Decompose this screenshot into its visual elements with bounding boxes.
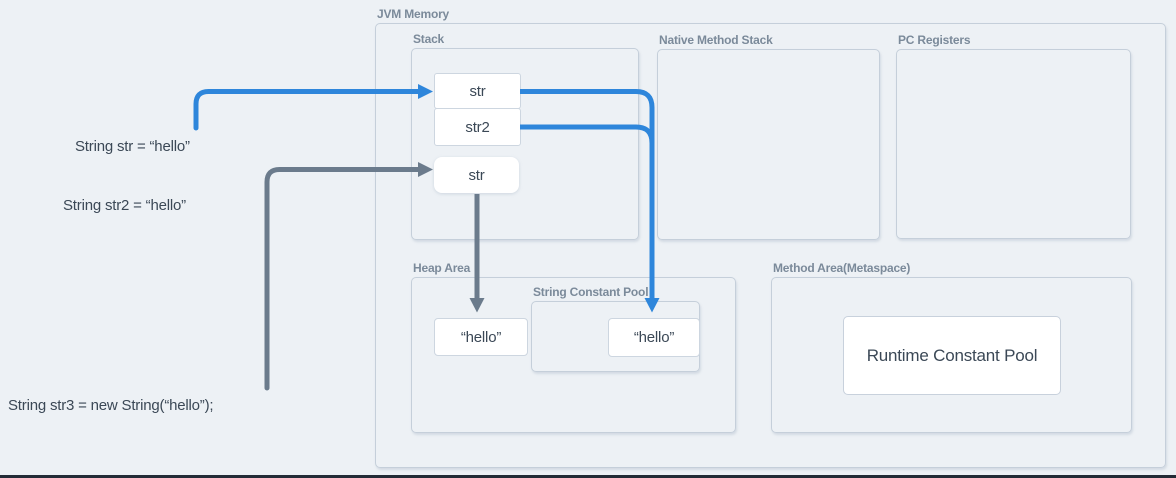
pool-literal-hello: “hello” (608, 318, 700, 357)
code-statement-str: String str = “hello” (75, 138, 190, 155)
stack-var-str2: str2 (434, 108, 521, 146)
pc-registers-box: PC Registers (896, 33, 1131, 239)
native-method-stack-label: Native Method Stack (659, 33, 773, 47)
method-area-box: Method Area(Metaspace) (771, 261, 1132, 433)
code-statement-str3: String str3 = new String(“hello”); (8, 397, 214, 414)
pc-registers-label: PC Registers (898, 33, 971, 47)
string-constant-pool-label: String Constant Pool (533, 285, 649, 299)
runtime-constant-pool-box: Runtime Constant Pool (843, 316, 1061, 395)
native-method-stack-box: Native Method Stack (657, 33, 880, 240)
window-bottom-edge (0, 475, 1176, 478)
stack-var-str: str (434, 73, 521, 109)
method-area-label: Method Area(Metaspace) (773, 261, 911, 275)
stack-label: Stack (413, 32, 445, 46)
code-statement-str2: String str2 = “hello” (63, 197, 186, 214)
stack-var-str3: str (434, 157, 519, 193)
heap-object-hello: “hello” (434, 318, 528, 356)
jvm-memory-label: JVM Memory (377, 7, 450, 21)
heap-area-label: Heap Area (413, 261, 471, 275)
